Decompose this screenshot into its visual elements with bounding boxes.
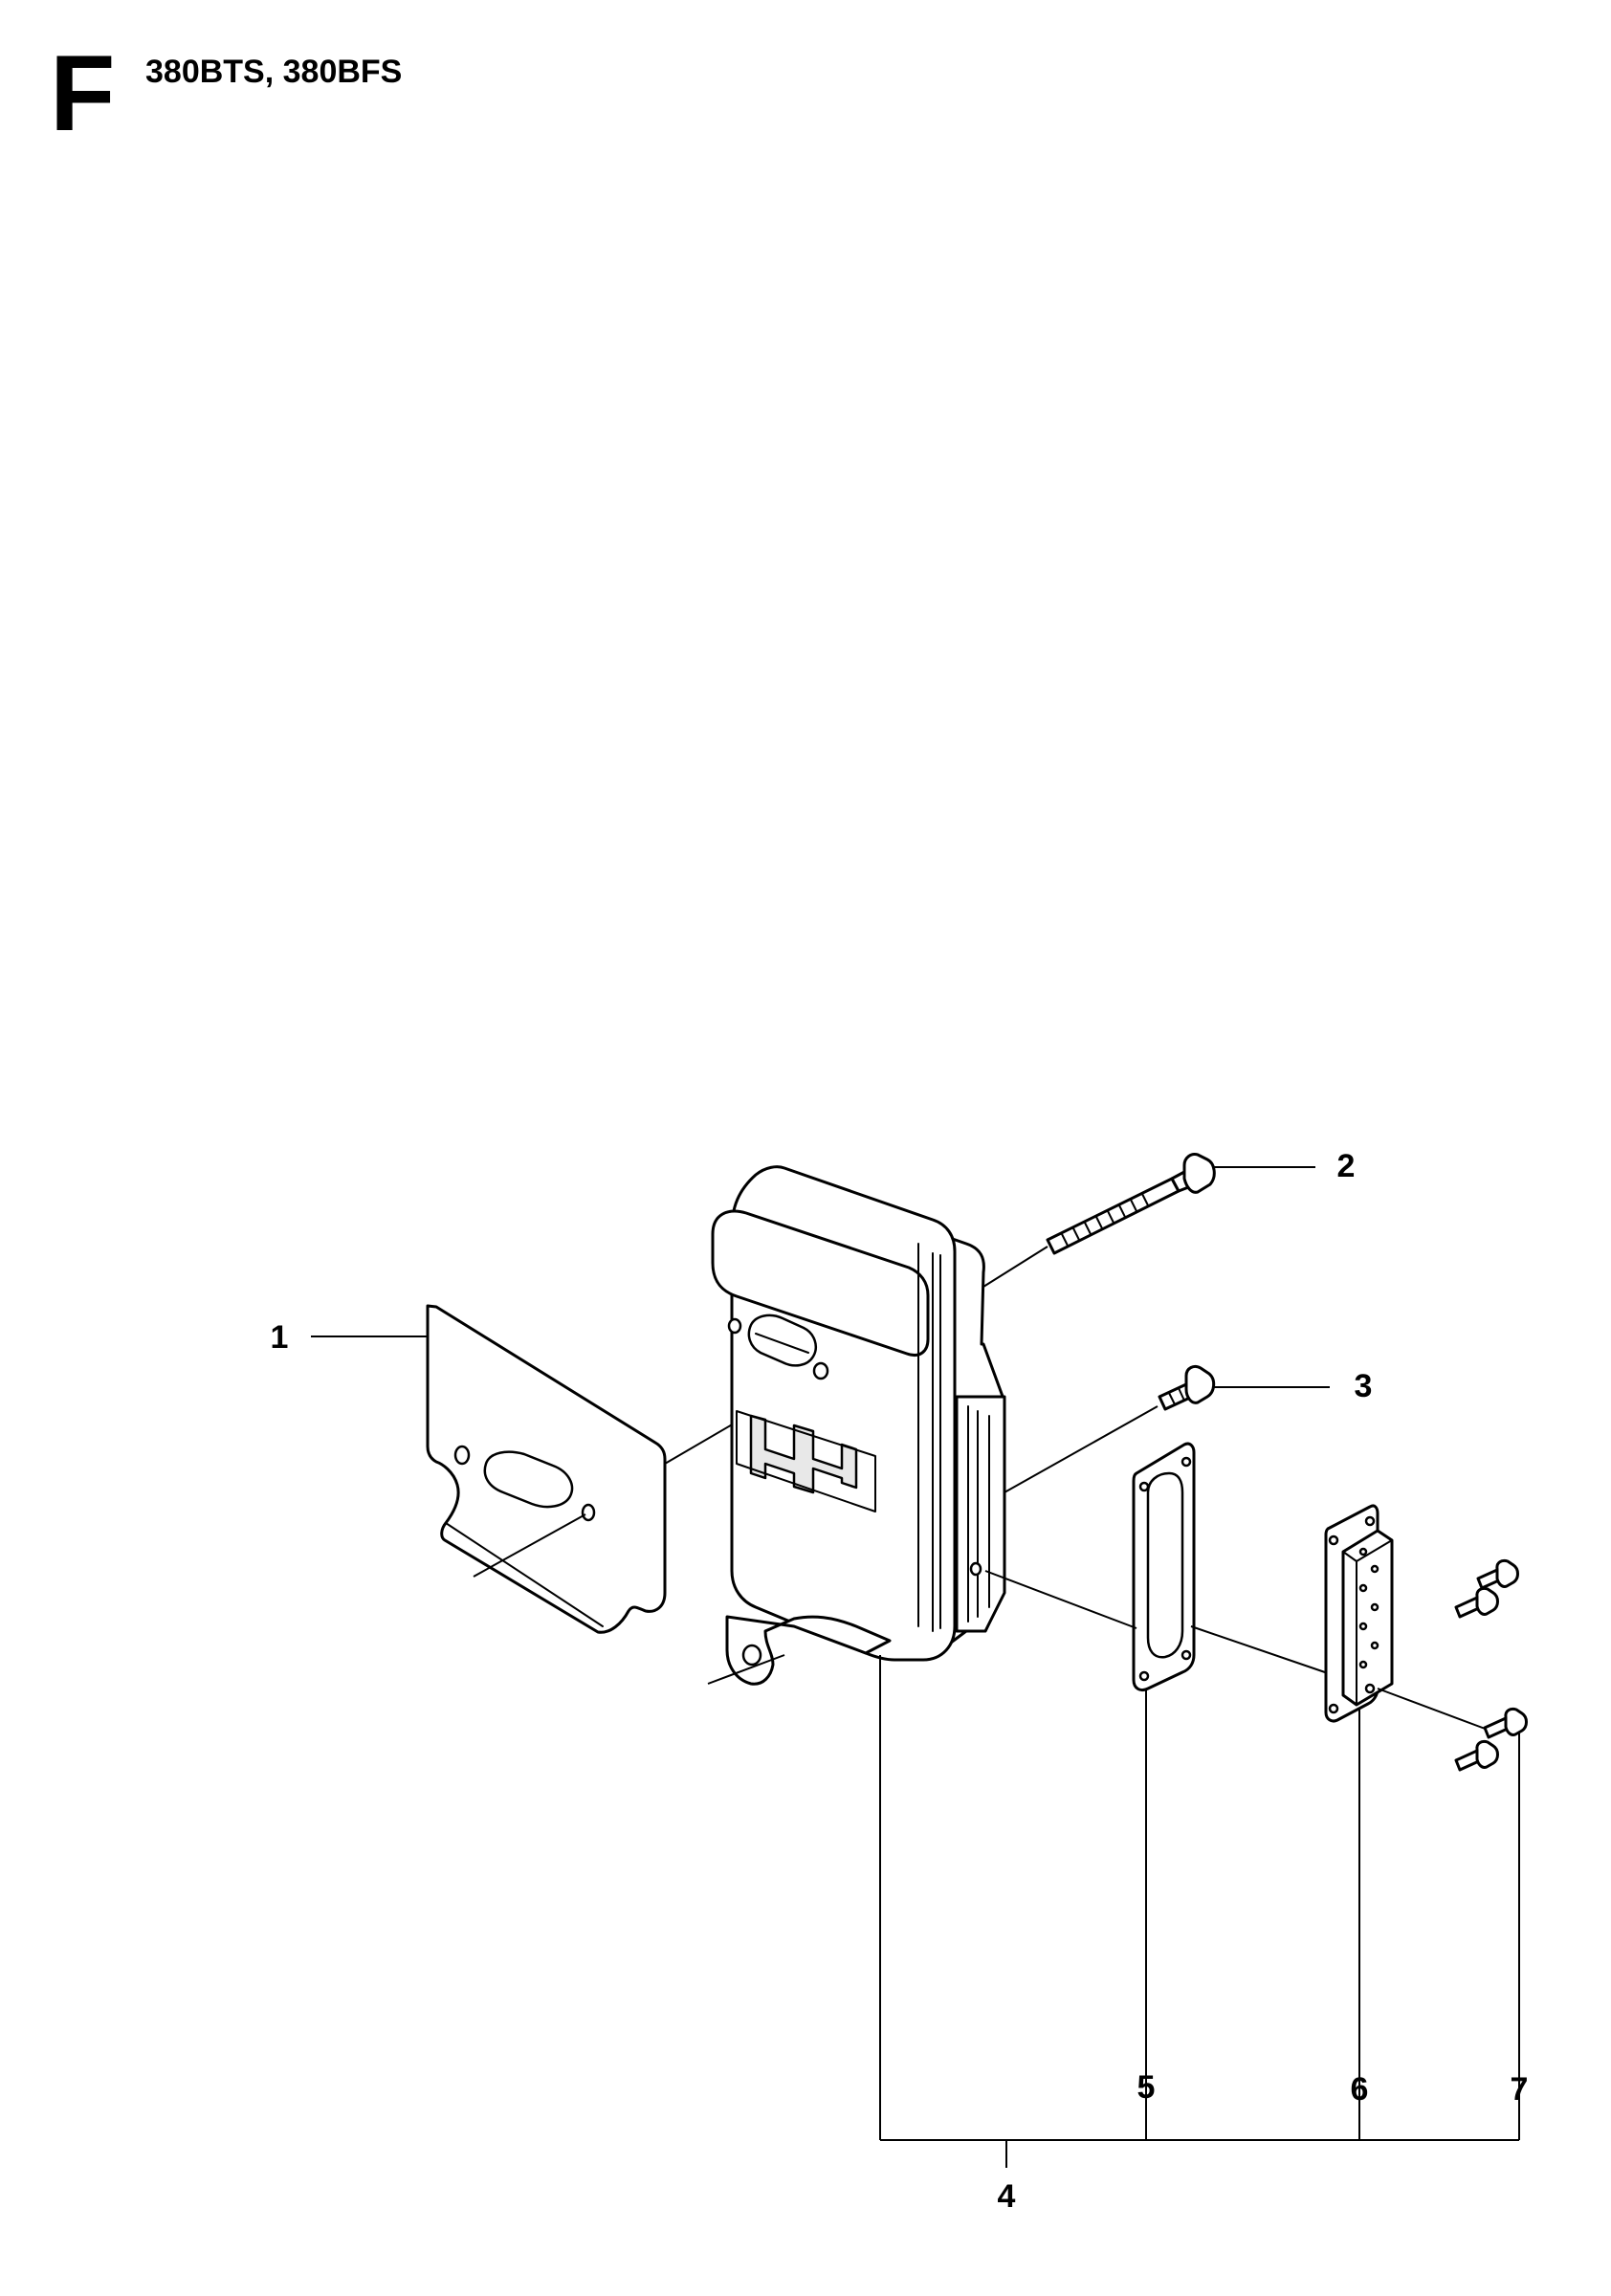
long-bolt <box>1046 1153 1216 1255</box>
callout-2: 2 <box>1337 1148 1356 1184</box>
alignment-line-bracket <box>707 1654 785 1685</box>
gasket <box>1132 1442 1196 1692</box>
section-letter: F <box>50 33 116 153</box>
heat-shield-plate <box>426 1304 667 1634</box>
callout-4: 4 <box>998 2178 1016 2215</box>
screw-upper-right <box>1476 1558 1519 1590</box>
alignment-line-shield-lower <box>473 1513 586 1578</box>
alignment-line-gasket <box>984 1570 1137 1629</box>
callout-6: 6 <box>1351 2071 1369 2108</box>
muffler-body <box>711 1165 1006 1686</box>
screw-set <box>1454 1558 1528 1772</box>
screw-lower-right <box>1483 1707 1528 1739</box>
callout-1: 1 <box>271 1319 289 1356</box>
cover-plate <box>1324 1504 1394 1723</box>
short-bolt <box>1158 1364 1216 1411</box>
callout-5: 5 <box>1137 2069 1156 2106</box>
alignment-line-screw <box>1377 1688 1489 1731</box>
screw-lower-left <box>1454 1739 1499 1772</box>
screw-upper-left <box>1454 1586 1499 1619</box>
alignment-line-bolt <box>982 1246 1048 1288</box>
alignment-line-short-bolt <box>1004 1405 1159 1493</box>
callout-3: 3 <box>1355 1368 1373 1404</box>
callout-7: 7 <box>1511 2071 1529 2108</box>
alignment-line-gasket-cover <box>1190 1625 1326 1673</box>
model-title: 380BTS, 380BFS <box>145 54 403 90</box>
